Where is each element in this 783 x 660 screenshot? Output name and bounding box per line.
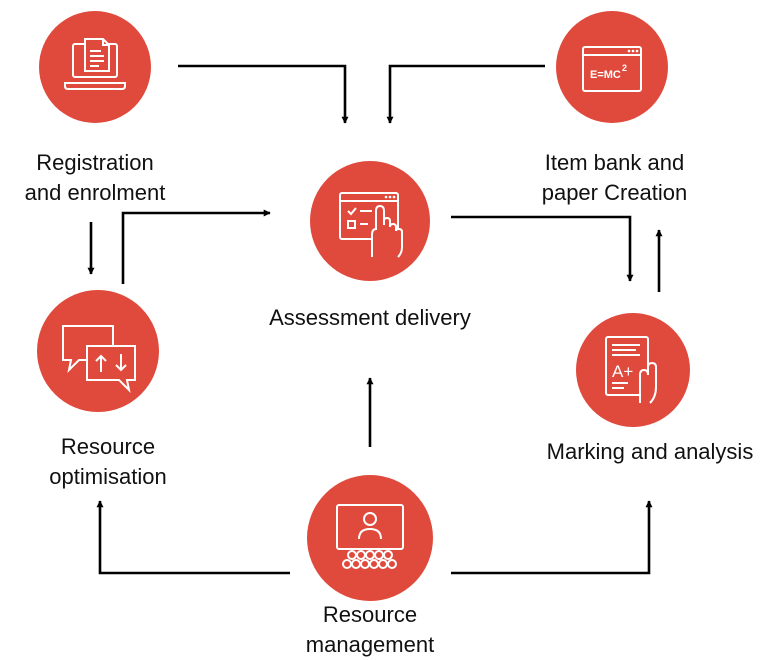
resource-management-label: Resource management bbox=[285, 600, 455, 660]
laptop-document-icon bbox=[64, 38, 126, 90]
arrow-management-to-marking bbox=[451, 500, 653, 575]
item-bank-node: E=MC 2 bbox=[556, 11, 668, 123]
grade-text: A+ bbox=[612, 362, 633, 381]
resource-optimisation-label: Resource optimisation bbox=[23, 432, 193, 492]
resource-optimisation-node bbox=[37, 290, 159, 412]
formula-text: E=MC bbox=[590, 69, 621, 81]
resource-management-node bbox=[307, 475, 433, 601]
arrow-assessment-to-marking bbox=[451, 215, 634, 282]
checklist-touch-icon bbox=[339, 192, 403, 258]
chat-exchange-icon bbox=[62, 325, 136, 394]
marking-label: Marking and analysis bbox=[535, 437, 765, 467]
item-bank-label-line1: Item bank and bbox=[544, 150, 685, 175]
assessment-label-text: Assessment delivery bbox=[269, 305, 471, 330]
formula-exponent: 2 bbox=[622, 63, 627, 73]
item-bank-label: Item bank and paper Creation bbox=[522, 148, 707, 208]
browser-formula-icon: E=MC 2 bbox=[582, 46, 642, 92]
registration-label-line2: and enrolment bbox=[24, 180, 166, 205]
marking-node: A+ bbox=[576, 313, 690, 427]
arrow-optimisation-to-assessment bbox=[121, 209, 271, 284]
assessment-node bbox=[310, 161, 430, 281]
registration-label: Registration and enrolment bbox=[5, 148, 185, 208]
assessment-label: Assessment delivery bbox=[245, 303, 495, 333]
arrow-itembank-to-assessment bbox=[386, 64, 545, 124]
resource-optimisation-label-line1: Resource bbox=[60, 434, 156, 459]
arrow-management-to-optimisation bbox=[96, 500, 290, 575]
resource-optimisation-label-line2: optimisation bbox=[49, 464, 167, 489]
resource-management-label-line2: management bbox=[305, 632, 435, 657]
marking-label-text: Marking and analysis bbox=[546, 439, 754, 464]
resource-management-label-line1: Resource bbox=[322, 602, 418, 627]
arrow-registration-to-assessment bbox=[178, 64, 349, 124]
registration-label-line1: Registration bbox=[36, 150, 154, 175]
registration-node bbox=[39, 11, 151, 123]
graded-paper-icon: A+ bbox=[605, 336, 657, 404]
presenter-audience-icon bbox=[336, 504, 404, 569]
item-bank-label-line2: paper Creation bbox=[541, 180, 688, 205]
